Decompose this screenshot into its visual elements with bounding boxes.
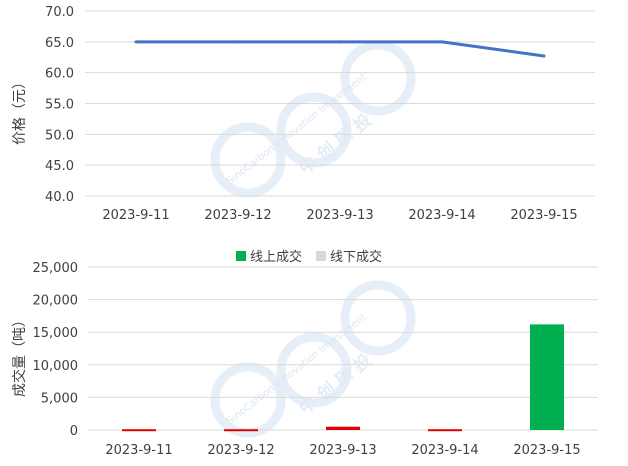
price-series [134, 40, 546, 58]
price-y-axis-title: 价格（元） [12, 75, 28, 145]
price-x-tick: 2023-9-13 [306, 208, 373, 223]
legend-swatch-online [236, 251, 246, 261]
legend-label-online: 线上成交 [250, 249, 302, 265]
price-y-tick-labels: 70.0 65.0 60.0 55.0 50.0 45.0 40.0 [45, 5, 74, 205]
volume-x-tick-labels: 2023-9-11 2023-9-12 2023-9-13 2023-9-14 2023… [105, 443, 580, 458]
price-x-tick: 2023-9-11 [102, 208, 169, 223]
volume-small-bar [326, 426, 360, 430]
watermark-ring [210, 362, 286, 438]
volume-legend: 线上成交 线下成交 [236, 249, 382, 265]
watermark-ring [276, 332, 352, 408]
price-y-tick: 45.0 [45, 159, 74, 174]
price-x-tick-labels: 2023-9-11 2023-9-12 2023-9-13 2023-9-14 2023… [102, 208, 577, 223]
volume-x-tick: 2023-9-11 [105, 443, 172, 458]
price-series-line [136, 40, 545, 58]
price-y-tick: 60.0 [45, 67, 74, 82]
price-x-tick: 2023-9-14 [408, 208, 475, 223]
legend-swatch-offline [316, 251, 326, 261]
price-point [134, 40, 138, 44]
volume-y-tick-labels: 25,000 20,000 15,000 10,000 5,000 0 [33, 261, 79, 439]
price-point [236, 40, 240, 44]
price-x-tick: 2023-9-15 [510, 208, 577, 223]
price-y-tick: 50.0 [45, 128, 74, 143]
volume-small-bar [122, 429, 156, 432]
price-x-tick: 2023-9-12 [204, 208, 271, 223]
watermark-ring [340, 40, 416, 116]
volume-x-tick: 2023-9-12 [207, 443, 274, 458]
legend-label-offline: 线下成交 [330, 249, 382, 265]
price-point [542, 54, 546, 58]
volume-x-tick: 2023-9-14 [411, 443, 478, 458]
volume-y-axis-title: 成交量（吨） [11, 313, 28, 397]
volume-small-bar [428, 429, 462, 432]
volume-y-tick: 10,000 [33, 359, 79, 374]
price-point [338, 40, 342, 44]
volume-bars [122, 324, 564, 432]
watermark-ring [210, 122, 286, 198]
volume-y-tick: 15,000 [33, 326, 79, 341]
volume-y-tick: 25,000 [33, 261, 79, 276]
price-y-tick: 70.0 [45, 5, 74, 20]
volume-small-bar [224, 429, 258, 432]
volume-bar-chart: 25,000 20,000 15,000 10,000 5,000 0 2023-9-11… [11, 249, 598, 458]
price-point [440, 40, 444, 44]
volume-y-tick: 0 [70, 424, 78, 439]
volume-bar-0 [530, 324, 564, 430]
price-y-tick: 65.0 [45, 36, 74, 51]
price-gridlines [85, 10, 595, 197]
watermark-ring [276, 92, 352, 168]
price-y-tick: 55.0 [45, 98, 74, 113]
volume-x-tick: 2023-9-15 [513, 443, 580, 458]
volume-y-tick: 5,000 [41, 391, 78, 406]
watermark-ring [340, 280, 416, 356]
volume-x-tick: 2023-9-13 [309, 443, 376, 458]
volume-y-tick: 20,000 [33, 294, 79, 309]
price-y-tick: 40.0 [45, 190, 74, 205]
